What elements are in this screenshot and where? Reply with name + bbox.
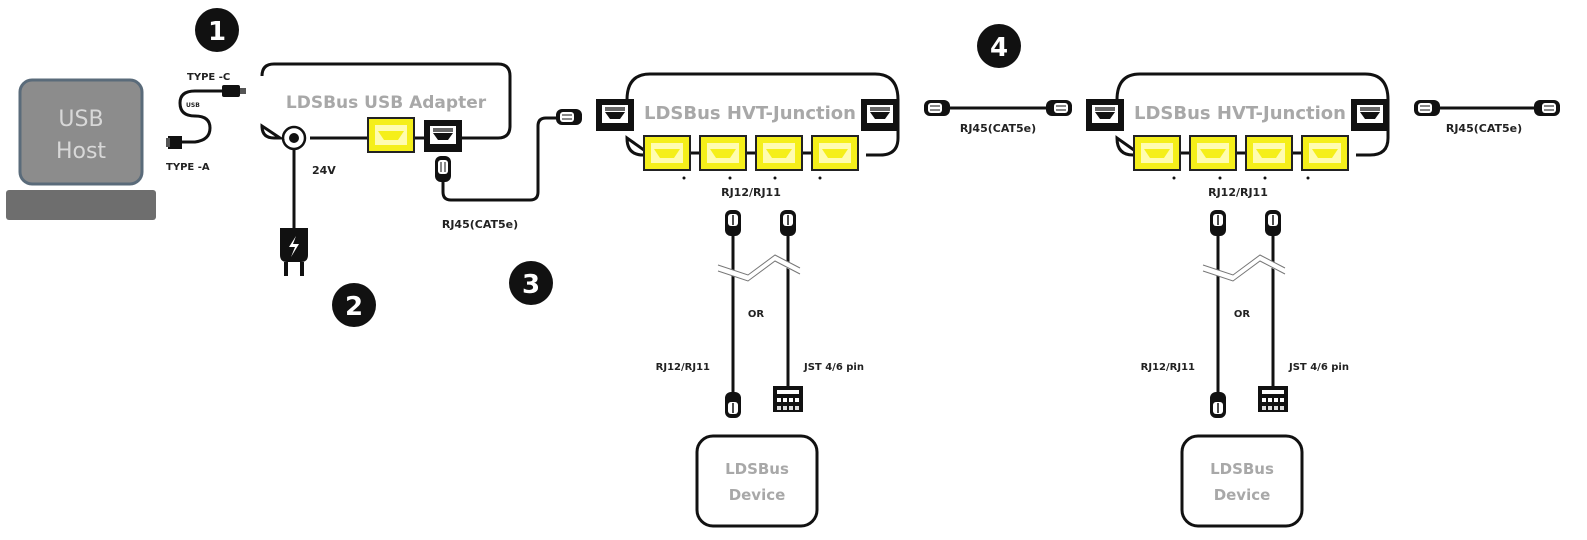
junction-1-left-cable-label: RJ12/RJ11 <box>656 362 710 373</box>
step-badge-3: 3 <box>509 261 553 305</box>
svg-text:1: 1 <box>208 17 226 47</box>
junction-1-title: LDSBus HVT-Junction <box>644 103 856 124</box>
junction-2-port-3 <box>1245 135 1293 171</box>
usb-host-base <box>6 190 156 220</box>
svg-text:4: 4 <box>990 33 1008 63</box>
junction-1-port-2 <box>699 135 747 171</box>
usb-cable: TYPE -C USB TYPE -A <box>166 72 246 173</box>
device-1: LDSBus Device <box>695 434 819 528</box>
junction-1-right-cable-label: JST 4/6 pin <box>803 362 864 373</box>
rj12-plug-icon <box>724 391 742 419</box>
lightning-icon <box>289 236 299 257</box>
adapter-rj45-port <box>424 120 462 152</box>
svg-text:2: 2 <box>345 292 363 322</box>
junction-2-ports-label: RJ12/RJ11 <box>1208 186 1268 199</box>
jst-connector-icon <box>773 386 803 412</box>
usb-type-c-connector <box>222 85 240 97</box>
device-1-line2: Device <box>729 486 786 504</box>
device-2-line1: LDSBus <box>1210 460 1274 478</box>
junction-2-drop-cables: OR RJ12/RJ11 JST 4/6 pin <box>1141 209 1349 419</box>
junction-2-title: LDSBus HVT-Junction <box>1134 103 1346 124</box>
junction-1-port-4 <box>811 135 859 171</box>
junction-1-port-1 <box>643 135 691 171</box>
type-a-label: TYPE -A <box>166 162 210 173</box>
cable-4-label: RJ45(CAT5e) <box>960 122 1036 135</box>
rj12-plug-icon <box>1209 391 1227 419</box>
junction-1-port-3 <box>755 135 803 171</box>
junction-1: LDSBus HVT-Junction RJ12/RJ11 <box>596 72 900 199</box>
junction-2-port-1 <box>1133 135 1181 171</box>
junction-2-left-cable-label: RJ12/RJ11 <box>1141 362 1195 373</box>
usb-host-line2: Host <box>56 139 106 164</box>
step-badge-4: 4 <box>977 24 1021 68</box>
usb-type-a-connector <box>168 136 182 149</box>
device-2-line2: Device <box>1214 486 1271 504</box>
adapter-usb-port <box>367 117 415 153</box>
device-2: LDSBus Device <box>1180 434 1304 528</box>
junction-1-drop-cables: OR RJ12/RJ11 JST 4/6 pin <box>656 209 864 419</box>
step-badge-1: 1 <box>195 8 239 52</box>
adapter-title: LDSBus USB Adapter <box>286 93 487 113</box>
junction-2-rj45-out <box>1351 99 1389 131</box>
jst-connector-icon <box>1258 386 1288 412</box>
svg-text:3: 3 <box>522 270 540 300</box>
junction-1-rj45-out <box>861 99 899 131</box>
step-badge-2: 2 <box>332 283 376 327</box>
power-jack-icon <box>281 125 307 151</box>
junction-2-right-cable-label: JST 4/6 pin <box>1288 362 1349 373</box>
cable-end-label: RJ45(CAT5e) <box>1446 122 1522 135</box>
usb-host: USB Host <box>6 78 156 220</box>
junction-2: LDSBus HVT-Junction RJ12/RJ11 <box>1086 72 1390 199</box>
cable-3-rj45: RJ45(CAT5e) <box>434 108 583 231</box>
junction-1-or-label: OR <box>748 309 765 320</box>
usb-host-screen <box>18 78 144 186</box>
junction-2-port-4 <box>1301 135 1349 171</box>
type-c-label: TYPE -C <box>187 72 230 83</box>
junction-2-rj45-in <box>1086 99 1124 131</box>
usb-adapter: LDSBus USB Adapter 24V <box>260 62 512 177</box>
power-plug <box>280 150 308 276</box>
junction-1-ports-label: RJ12/RJ11 <box>721 186 781 199</box>
power-voltage-label: 24V <box>312 164 336 177</box>
cable-4-rj45: RJ45(CAT5e) <box>923 99 1073 135</box>
cable-3-label: RJ45(CAT5e) <box>442 218 518 231</box>
junction-2-port-2 <box>1189 135 1237 171</box>
device-1-line1: LDSBus <box>725 460 789 478</box>
cable-end-rj45: RJ45(CAT5e) <box>1413 99 1561 135</box>
usb-label: USB <box>186 102 200 109</box>
junction-1-rj45-in <box>596 99 634 131</box>
junction-2-or-label: OR <box>1234 309 1251 320</box>
usb-host-line1: USB <box>58 107 103 132</box>
